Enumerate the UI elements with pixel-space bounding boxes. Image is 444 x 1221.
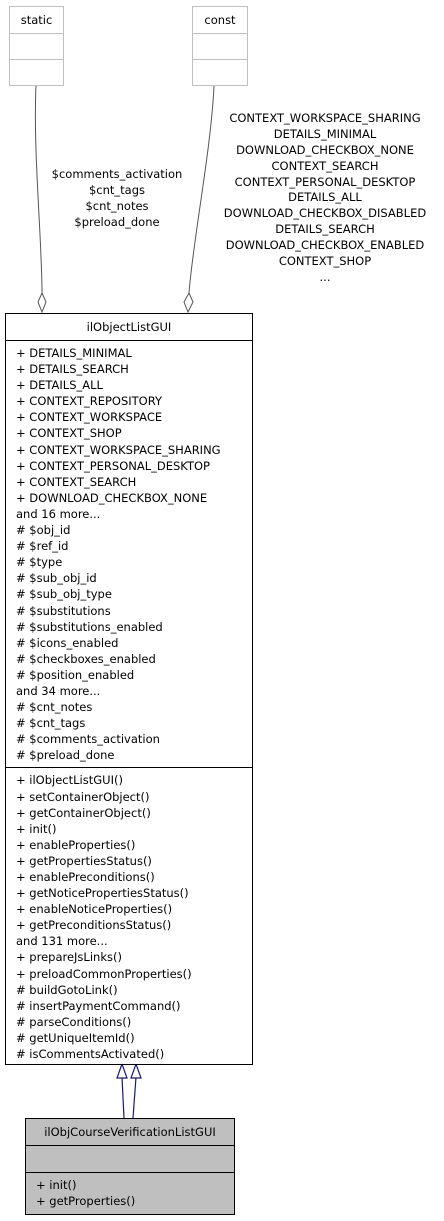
method-more: and 131 more... [16, 934, 108, 949]
method-item: + getPropertiesStatus() [16, 853, 152, 868]
const-edge-label-line: DOWNLOAD_CHECKBOX_ENABLED [225, 238, 425, 253]
static-aggregation-edge [34, 85, 43, 294]
const-edge-label-line: DETAILS_SEARCH [275, 222, 375, 237]
static-edge-label-line: $comments_activation [51, 167, 183, 181]
const-class-box: const [192, 6, 248, 86]
method-item: + getContainerObject() [16, 805, 151, 820]
attribute-item: # $sub_obj_type [16, 587, 112, 602]
method-item: + getPreconditionsStatus() [16, 918, 172, 933]
static-aggregation-diamond [37, 291, 47, 314]
const-edge-label-line: DOWNLOAD_CHECKBOX_NONE [236, 142, 414, 157]
attribute-more: and 16 more... [16, 506, 101, 521]
const-edge-label-line: CONTEXT_WORKSPACE_SHARING [229, 111, 421, 125]
parent-class-box: ilObjectListGUI + DETAILS_MINIMAL + DETA… [5, 313, 253, 1065]
inheritance-arrow-right [130, 1062, 142, 1079]
const-edge-label-line: CONTEXT_SHOP [278, 254, 372, 269]
attribute-item: # $substitutions_enabled [16, 619, 163, 634]
const-edge-label-line: DETAILS_MINIMAL [273, 126, 377, 141]
attribute-item: # $comments_activation [16, 732, 160, 747]
attribute-item: # $sub_obj_id [16, 571, 97, 586]
const-methods-section [193, 60, 247, 85]
attribute-item: # $obj_id [16, 523, 71, 538]
static-edge-label-line: $cnt_notes [85, 198, 149, 213]
child-methods-section: + init() + getProperties() [26, 1173, 234, 1213]
method-item: # parseConditions() [16, 1014, 132, 1029]
const-edge-label-line: CONTEXT_PERSONAL_DESKTOP [234, 174, 416, 189]
parent-attributes-section: + DETAILS_MINIMAL + DETAILS_SEARCH + DET… [6, 341, 252, 769]
attribute-more: and 34 more... [16, 683, 101, 698]
attribute-item: # $position_enabled [16, 667, 135, 682]
method-item: + getNoticePropertiesStatus() [16, 886, 189, 901]
attribute-item: + DETAILS_MINIMAL [16, 346, 132, 360]
const-edge-label-line: DETAILS_ALL [288, 190, 362, 205]
const-class-title: const [193, 7, 247, 34]
static-attributes-section [10, 34, 63, 60]
inheritance-edge-right [132, 1076, 137, 1119]
static-class-title: static [10, 7, 63, 34]
const-edge-label-line: CONTEXT_SEARCH [271, 158, 379, 173]
method-item: # isCommentsActivated() [16, 1047, 165, 1062]
attribute-item: + CONTEXT_REPOSITORY [16, 394, 163, 409]
method-item: + enableProperties() [16, 837, 136, 852]
attribute-item: # $preload_done [16, 748, 115, 763]
attribute-item: + CONTEXT_PERSONAL_DESKTOP [16, 458, 210, 473]
static-edge-label-line: $preload_done [74, 214, 160, 229]
const-edge-label: CONTEXT_WORKSPACE_SHARING DETAILS_MINIMA… [208, 111, 442, 286]
const-edge-label-line: DOWNLOAD_CHECKBOX_DISABLED [223, 206, 427, 221]
attribute-item: + DETAILS_ALL [16, 378, 103, 393]
attribute-item: + DOWNLOAD_CHECKBOX_NONE [16, 490, 208, 505]
attribute-item: # $ref_id [16, 539, 69, 554]
child-class-box: ilObjCourseVerificationListGUI + init() … [25, 1118, 235, 1215]
static-edge-label: $comments_activation $cnt_tags $cnt_note… [36, 167, 198, 231]
method-item: + setContainerObject() [16, 789, 150, 804]
attribute-item: + DETAILS_SEARCH [16, 362, 129, 377]
method-item: + init() [16, 821, 57, 836]
const-attributes-section [193, 34, 247, 60]
method-item: + prepareJsLinks() [16, 950, 122, 965]
method-item: + enablePreconditions() [16, 870, 155, 884]
parent-methods-section: + ilObjectListGUI() + setContainerObject… [6, 768, 252, 1066]
attribute-item: + CONTEXT_SEARCH [16, 474, 137, 489]
method-item: # insertPaymentCommand() [16, 998, 181, 1013]
parent-class-title: ilObjectListGUI [6, 314, 252, 341]
method-item: + init() [36, 1178, 77, 1192]
method-item: + getProperties() [36, 1194, 136, 1209]
child-attributes-section [26, 1146, 234, 1173]
attribute-item: + CONTEXT_WORKSPACE_SHARING [16, 442, 221, 457]
inheritance-edge-left [121, 1076, 125, 1119]
method-item: # buildGotoLink() [16, 982, 118, 997]
method-item: + enableNoticeProperties() [16, 902, 173, 917]
const-aggregation-diamond [183, 291, 194, 314]
static-methods-section [10, 60, 63, 85]
method-item: + ilObjectListGUI() [16, 773, 123, 788]
attribute-item: + CONTEXT_SHOP [16, 426, 122, 441]
child-class-title: ilObjCourseVerificationListGUI [26, 1119, 234, 1146]
attribute-item: + CONTEXT_WORKSPACE [16, 410, 163, 425]
const-aggregation-edge [188, 85, 215, 294]
attribute-item: # $substitutions [16, 603, 111, 618]
attribute-item: # $checkboxes_enabled [16, 651, 156, 666]
method-item: + preloadCommonProperties() [16, 966, 192, 981]
static-class-box: static [9, 6, 64, 86]
const-edge-label-line: ... [319, 269, 331, 284]
attribute-item: # $cnt_tags [16, 716, 86, 731]
inheritance-arrow-left [116, 1062, 128, 1079]
attribute-item: # $icons_enabled [16, 635, 119, 650]
static-edge-label-line: $cnt_tags [88, 182, 146, 197]
method-item: # getUniqueItemId() [16, 1030, 135, 1045]
attribute-item: # $type [16, 555, 63, 570]
attribute-item: # $cnt_notes [16, 700, 93, 715]
